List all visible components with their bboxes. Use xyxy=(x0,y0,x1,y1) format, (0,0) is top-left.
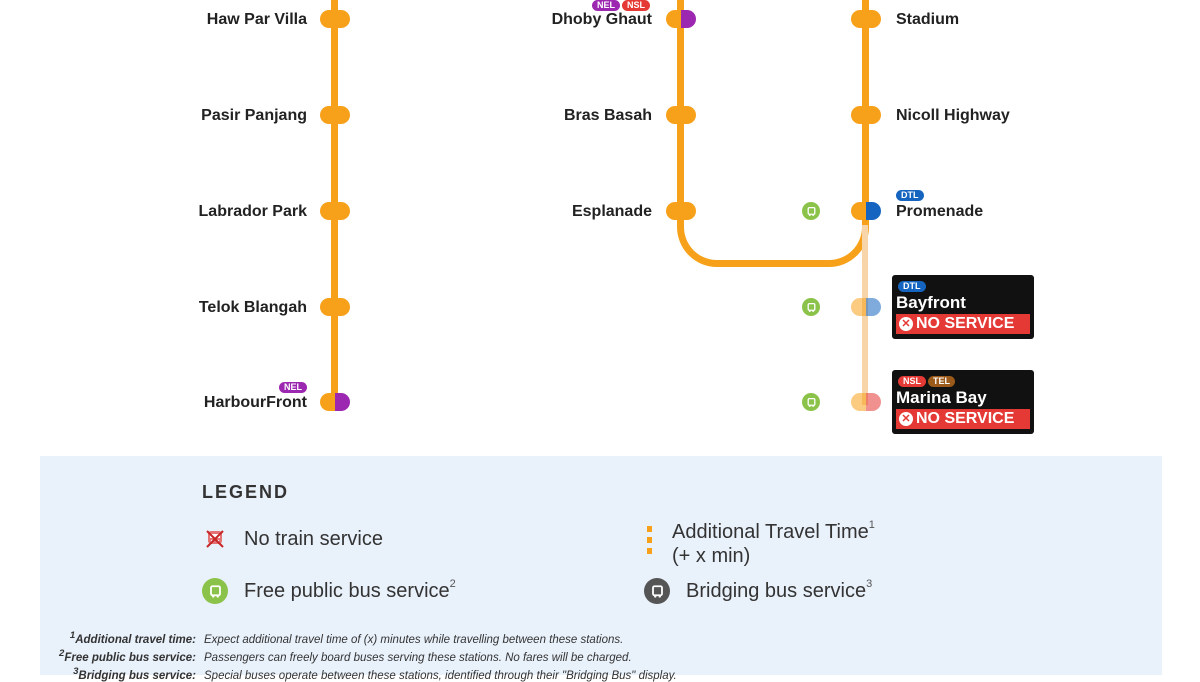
legend-panel: LEGEND No train service Free public bus … xyxy=(40,456,1162,682)
no-service-card-bayfront[interactable]: DTL Bayfront ✕NO SERVICE xyxy=(892,275,1034,339)
free-bus-legend-icon xyxy=(202,578,228,604)
footnote-2: 2Free public bus service:Passengers can … xyxy=(59,648,632,664)
legend-additional-time-label: Additional Travel Time1 xyxy=(672,519,875,543)
station-marker-labrador-park[interactable] xyxy=(320,202,350,220)
no-service-card-marina-bay[interactable]: NSL TEL Marina Bay ✕NO SERVICE xyxy=(892,370,1034,434)
station-label-telok-blangah: Telok Blangah xyxy=(198,299,307,316)
line-tag-nsl: NSL xyxy=(898,376,926,387)
station-marker-telok-blangah[interactable] xyxy=(320,298,350,316)
station-marker-esplanade[interactable] xyxy=(666,202,696,220)
station-marker-nicoll-highway[interactable] xyxy=(851,106,881,124)
station-marker-promenade[interactable] xyxy=(851,202,881,220)
dashed-line-icon xyxy=(647,526,652,556)
legend-additional-time-sub: (+ x min) xyxy=(672,545,751,567)
free-bus-icon xyxy=(802,202,820,220)
line-tag-tel: TEL xyxy=(928,376,955,387)
station-marker-bras-basah[interactable] xyxy=(666,106,696,124)
station-marker-marina-bay[interactable] xyxy=(851,393,881,411)
legend-free-bus-label: Free public bus service2 xyxy=(244,578,456,602)
station-label-esplanade: Esplanade xyxy=(571,203,652,220)
station-label-stadium: Stadium xyxy=(896,11,960,28)
station-label-marina-bay: Marina Bay xyxy=(896,388,987,407)
line-tag-dtl: DTL xyxy=(896,190,924,201)
station-marker-haw-par-villa[interactable] xyxy=(320,10,350,28)
station-label-haw-par-villa: Haw Par Villa xyxy=(206,11,307,28)
station-marker-harbourfront[interactable] xyxy=(320,393,350,411)
no-service-banner: ✕NO SERVICE xyxy=(896,314,1030,334)
close-circle-icon: ✕ xyxy=(899,412,913,426)
footnote-3: 3Bridging bus service:Special buses oper… xyxy=(73,666,677,682)
left-line xyxy=(331,0,338,402)
footnote-1: 1Additional travel time:Expect additiona… xyxy=(69,630,624,646)
line-tag-nel: NEL xyxy=(592,0,620,11)
station-marker-dhoby-ghaut[interactable] xyxy=(666,10,696,28)
no-train-icon xyxy=(204,528,226,550)
station-label-pasir-panjang: Pasir Panjang xyxy=(201,107,307,124)
station-label-harbourfront: HarbourFront xyxy=(203,394,307,411)
loop-curve xyxy=(677,210,869,267)
station-marker-pasir-panjang[interactable] xyxy=(320,106,350,124)
line-tag-dtl: DTL xyxy=(898,281,926,292)
no-service-banner: ✕NO SERVICE xyxy=(896,409,1030,429)
station-label-bayfront: Bayfront xyxy=(896,293,966,312)
station-label-bras-basah: Bras Basah xyxy=(563,107,652,124)
line-tag-nsl: NSL xyxy=(622,0,650,11)
line-tag-nel: NEL xyxy=(279,382,307,393)
station-label-dhoby-ghaut: Dhoby Ghaut xyxy=(551,11,652,28)
legend-no-train-label: No train service xyxy=(244,528,383,550)
station-label-nicoll-highway: Nicoll Highway xyxy=(896,107,1010,124)
legend-bridging-bus-label: Bridging bus service3 xyxy=(686,578,873,602)
close-circle-icon: ✕ xyxy=(899,317,913,331)
station-label-labrador-park: Labrador Park xyxy=(198,203,307,220)
free-bus-icon xyxy=(802,298,820,316)
bridging-bus-icon xyxy=(644,578,670,604)
station-marker-stadium[interactable] xyxy=(851,10,881,28)
station-label-promenade: Promenade xyxy=(896,203,984,220)
free-bus-icon xyxy=(802,393,820,411)
legend-title: LEGEND xyxy=(202,482,290,502)
station-marker-bayfront[interactable] xyxy=(851,298,881,316)
